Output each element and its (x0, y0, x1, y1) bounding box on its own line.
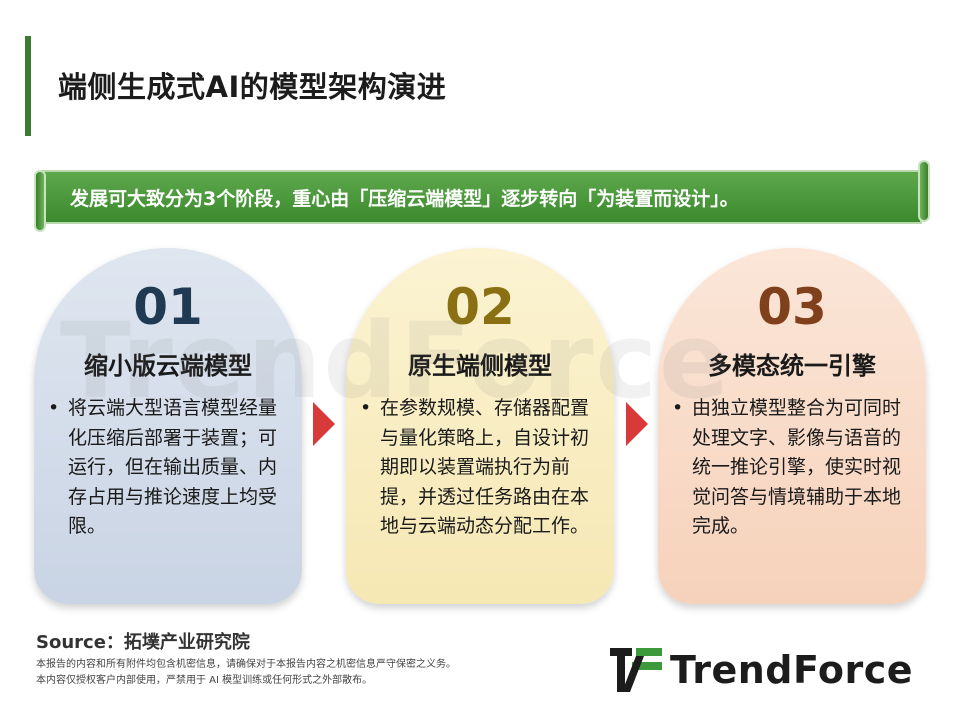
stage-description-text: 由独立模型整合为可同时处理文字、影像与语音的统一推论引擎，使实时视觉问答与情境辅… (692, 397, 902, 537)
stage-heading: 多模态统一引擎 (708, 352, 876, 380)
banner-text: 发展可大致分为3个阶段，重心由「压缩云端模型」逐步转向「为装置而设计」。 (70, 187, 739, 210)
stage-card-3: 03 多模态统一引擎 • 由独立模型整合为可同时处理文字、影像与语音的统一推论引… (658, 248, 926, 604)
arrow-right-icon (313, 402, 335, 446)
stage-description-text: 在参数规模、存储器配置与量化策略上，自设计初期即以装置端执行为前提，并透过任务路… (380, 397, 590, 537)
page-title: 端侧生成式AI的模型架构演进 (58, 70, 447, 104)
stage-number: 02 (445, 278, 515, 336)
stage-heading: 缩小版云端模型 (84, 352, 252, 380)
bullet-dot: • (672, 397, 684, 419)
trendforce-watermark: TrendForce (60, 300, 732, 422)
trendforce-logo-icon (610, 648, 662, 692)
stage-card-1: 01 缩小版云端模型 • 将云端大型语言模型经量化压缩后部署于装置；可运行，但在… (34, 248, 302, 604)
stage-description: • 将云端大型语言模型经量化压缩后部署于装置；可运行，但在输出质量、内存占用与推… (48, 394, 288, 542)
scroll-curl-right (918, 160, 930, 222)
stage-description-text: 将云端大型语言模型经量化压缩后部署于装置；可运行，但在输出质量、内存占用与推论速… (68, 397, 278, 537)
title-accent-bar (25, 36, 31, 136)
summary-banner: 发展可大致分为3个阶段，重心由「压缩云端模型」逐步转向「为装置而设计」。 (32, 158, 932, 238)
trendforce-logo: TrendForce (610, 648, 913, 692)
arrow-right-icon (626, 402, 648, 446)
trendforce-logo-text: TrendForce (670, 648, 914, 692)
stage-number: 03 (757, 278, 827, 336)
stage-number: 01 (133, 278, 203, 336)
stage-description: • 在参数规模、存储器配置与量化策略上，自设计初期即以装置端执行为前提，并透过任… (360, 394, 600, 542)
stage-heading: 原生端侧模型 (408, 352, 552, 380)
disclaimer-line: 本内容仅授权客户内部使用，严禁用于 AI 模型训练或任何形式之外部散布。 (36, 675, 373, 686)
stage-card-2: 02 原生端侧模型 • 在参数规模、存储器配置与量化策略上，自设计初期即以装置端… (346, 248, 614, 604)
stage-description: • 由独立模型整合为可同时处理文字、影像与语音的统一推论引擎，使实时视觉问答与情… (672, 394, 912, 542)
banner-scroll-body: 发展可大致分为3个阶段，重心由「压缩云端模型」逐步转向「为装置而设计」。 (42, 170, 922, 224)
disclaimer-line: 本报告的内容和所有附件均包含机密信息，请确保对于本报告内容之机密信息严守保密之义… (36, 659, 456, 670)
scroll-curl-left (34, 170, 46, 232)
confidentiality-disclaimer: 本报告的内容和所有附件均包含机密信息，请确保对于本报告内容之机密信息严守保密之义… (36, 657, 456, 689)
bullet-dot: • (360, 397, 372, 419)
source-credit: Source：拓墣产业研究院 (36, 632, 250, 653)
bullet-dot: • (48, 397, 60, 419)
